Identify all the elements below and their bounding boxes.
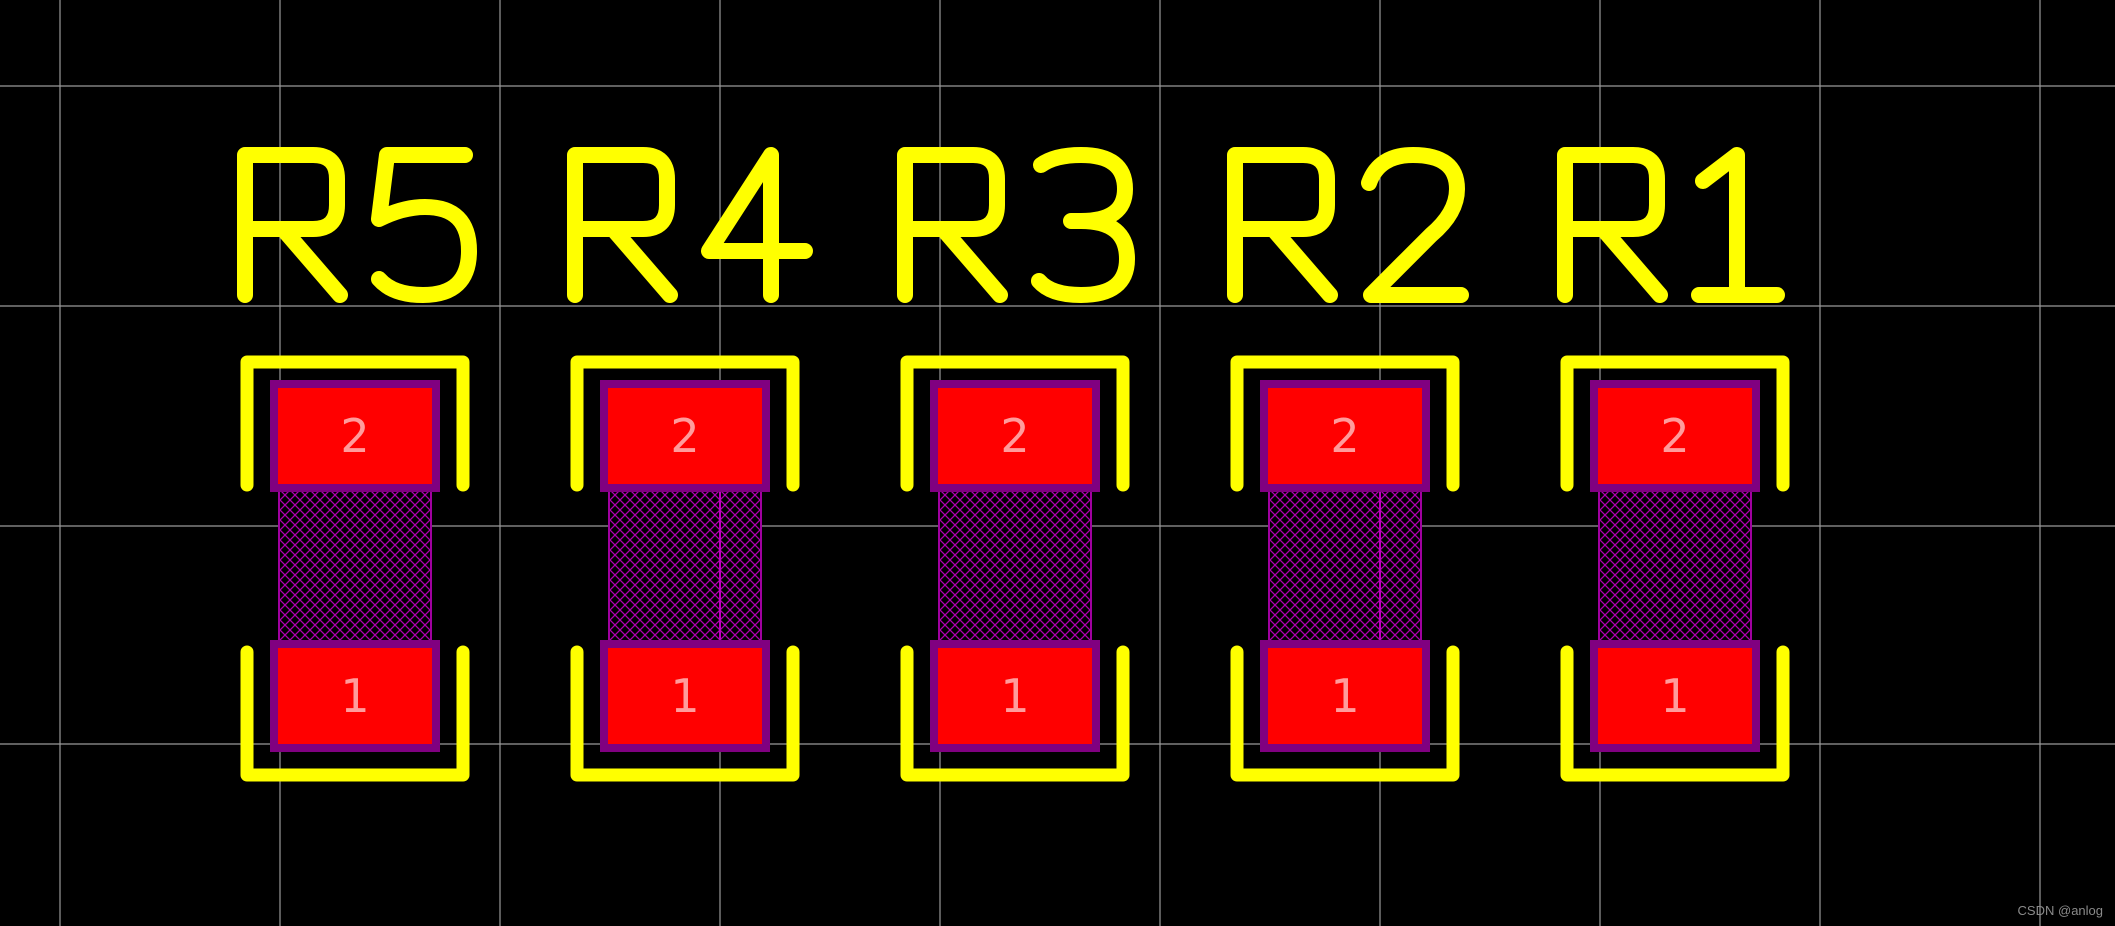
designator-label: R2: [1227, 147, 1469, 303]
resistor-body: [608, 489, 762, 647]
silkscreen-outline-bottom: [570, 645, 800, 782]
designator-glyph-R: [897, 147, 1008, 303]
copper-pad: [1598, 388, 1752, 484]
copper-pad: [938, 388, 1092, 484]
copper-pad: [608, 648, 762, 744]
pad-2[interactable]: 2: [270, 380, 440, 492]
resistor-body: [278, 489, 432, 647]
pad-1[interactable]: 1: [1260, 640, 1430, 752]
silkscreen-outline-top: [570, 355, 800, 492]
pad-2[interactable]: 2: [930, 380, 1100, 492]
pad-number: 2: [1000, 409, 1029, 463]
resistor-body: [938, 489, 1092, 647]
silkscreen-outline-bottom: [900, 645, 1130, 782]
copper-pad: [608, 388, 762, 484]
resistor-r5[interactable]: R5 2 1: [237, 147, 477, 782]
designator-glyph-R: [237, 147, 348, 303]
resistor-r2[interactable]: R2 2 1: [1227, 147, 1469, 782]
designator-glyph-1: [1691, 147, 1785, 303]
copper-pad: [1598, 648, 1752, 744]
designator-glyph-3: [1031, 147, 1135, 303]
silkscreen-outline-bottom: [1230, 645, 1460, 782]
copper-pad: [278, 648, 432, 744]
pad-number: 2: [670, 409, 699, 463]
resistor-body: [1268, 489, 1422, 647]
pad-number: 2: [340, 409, 369, 463]
silkscreen-outline-top: [240, 355, 470, 492]
resistor-r3[interactable]: R3 2 1: [897, 147, 1135, 782]
pad-2[interactable]: 2: [1590, 380, 1760, 492]
pad-2[interactable]: 2: [1260, 380, 1430, 492]
pad-2[interactable]: 2: [600, 380, 770, 492]
watermark: CSDN @anlog: [2017, 903, 2103, 918]
copper-pad: [1268, 388, 1422, 484]
pad-1[interactable]: 1: [1590, 640, 1760, 752]
pad-1[interactable]: 1: [600, 640, 770, 752]
designator-glyph-5: [371, 147, 477, 303]
pad-number: 1: [340, 669, 369, 723]
pad-number: 2: [1330, 409, 1359, 463]
resistor-r1[interactable]: R1 2 1: [1557, 147, 1790, 782]
component-group: R5 2 1 R4 2 1 R3 2 1 R2 2 1 R1 2 1: [237, 147, 1790, 782]
designator-glyph-R: [567, 147, 678, 303]
pad-number: 1: [670, 669, 699, 723]
designator-glyph-R: [1227, 147, 1338, 303]
pad-number: 2: [1660, 409, 1689, 463]
designator-label: R1: [1557, 147, 1785, 303]
pad-number: 1: [1660, 669, 1689, 723]
copper-pad: [1268, 648, 1422, 744]
designator-glyph-2: [1361, 147, 1469, 303]
designator-label: R4: [567, 147, 813, 303]
resistor-r4[interactable]: R4 2 1: [567, 147, 813, 782]
pad-number: 1: [1330, 669, 1359, 723]
pad-1[interactable]: 1: [270, 640, 440, 752]
pad-1[interactable]: 1: [930, 640, 1100, 752]
resistor-body: [1598, 489, 1752, 647]
silkscreen-outline-top: [1560, 355, 1790, 492]
designator-glyph-4: [701, 147, 813, 303]
silkscreen-outline-top: [900, 355, 1130, 492]
pad-number: 1: [1000, 669, 1029, 723]
copper-pad: [938, 648, 1092, 744]
designator-glyph-R: [1557, 147, 1668, 303]
silkscreen-outline-bottom: [1560, 645, 1790, 782]
designator-label: R3: [897, 147, 1135, 303]
silkscreen-outline-bottom: [240, 645, 470, 782]
designator-label: R5: [237, 147, 477, 303]
silkscreen-outline-top: [1230, 355, 1460, 492]
copper-pad: [278, 388, 432, 484]
